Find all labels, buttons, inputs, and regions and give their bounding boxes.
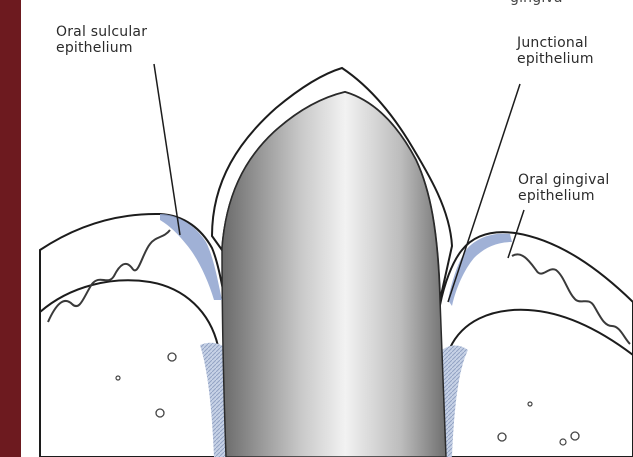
leader-oral-sulcular bbox=[154, 64, 180, 235]
cropped-top-label: gingiva bbox=[510, 0, 563, 6]
left-alveolar-bone bbox=[40, 280, 220, 457]
oral-sulcular-epithelium-label: Oral sulcular epithelium bbox=[56, 24, 147, 56]
oral-gingival-epithelium-label: Oral gingival epithelium bbox=[518, 172, 609, 204]
junctional-epithelium-label: Junctional epithelium bbox=[517, 35, 594, 67]
